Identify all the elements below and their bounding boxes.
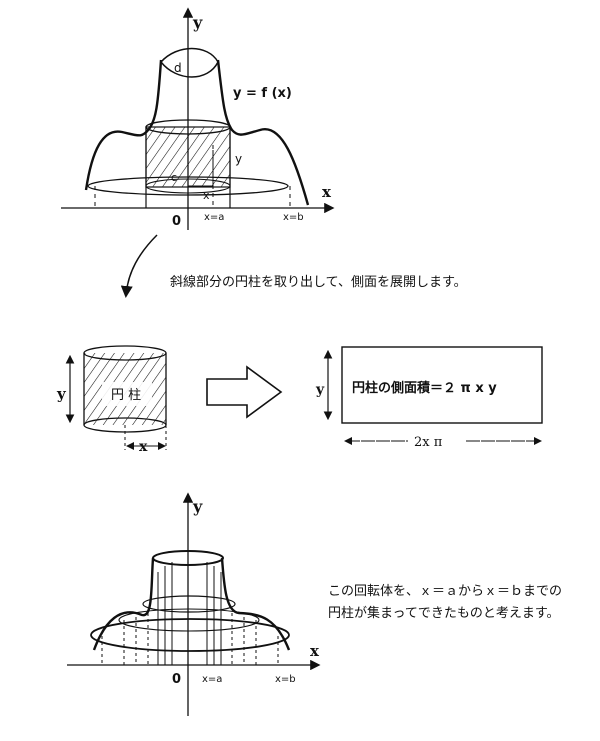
bottom-concentric-shells — [101, 562, 279, 665]
bottom-solid-top — [152, 550, 224, 566]
side-area-formula: 円柱の側面積＝２ π x y — [352, 380, 497, 396]
cylinder-radius-label: x — [139, 439, 148, 455]
extract-cylinder-note: 斜線部分の円柱を取り出して、側面を展開します。 — [170, 274, 467, 290]
bottom-middle-ellipse — [142, 595, 236, 613]
top-d-label: d — [174, 61, 182, 75]
bottom-x-axis-label: x — [310, 642, 320, 660]
top-right-curve — [216, 59, 310, 206]
bottom-right-profile — [220, 557, 291, 651]
cylinder-label: 円 柱 — [111, 388, 141, 403]
top-left-curve — [84, 59, 163, 191]
top-cap-left — [160, 61, 219, 78]
bottom-solid-base-ellipse — [90, 618, 290, 652]
unrolled-side-rectangle — [341, 346, 543, 424]
extract-cylinder-arrow — [120, 234, 158, 298]
bottom-y-axis-label: y — [192, 497, 203, 516]
top-x-label: x — [203, 189, 210, 202]
bottom-origin-label: 0 — [172, 672, 181, 687]
top-origin-label: 0 — [172, 214, 181, 229]
top-y-label: y — [235, 152, 242, 166]
function-label: y = f (x) — [233, 86, 292, 101]
rectangle-width-label: 2x π — [414, 435, 443, 450]
top-cap-right — [160, 47, 219, 63]
bottom-x-a-label: x=a — [202, 674, 222, 685]
cylinder-height-label: y — [56, 385, 67, 403]
top-x-axis-label: x — [322, 183, 332, 201]
unroll-arrow — [206, 365, 283, 419]
cylinder-label-background — [102, 382, 152, 406]
top-x-a-label: x=a — [204, 212, 224, 223]
top-c-label: c — [171, 171, 177, 184]
rectangle-width-label-background — [408, 430, 466, 450]
top-hatched-cylinder — [145, 126, 231, 188]
assembly-explanation-note: この回転体を、ｘ＝ａからｘ＝ｂまでの 円柱が集まってできたものと考えます。 — [328, 584, 563, 621]
bottom-left-profile — [92, 557, 155, 651]
top-x-b-label: x=b — [283, 212, 304, 223]
top-y-axis-label: y — [192, 13, 203, 32]
bottom-lower-middle-ellipse — [118, 608, 260, 632]
bottom-x-b-label: x=b — [275, 674, 296, 685]
rectangle-height-label: y — [315, 382, 325, 398]
